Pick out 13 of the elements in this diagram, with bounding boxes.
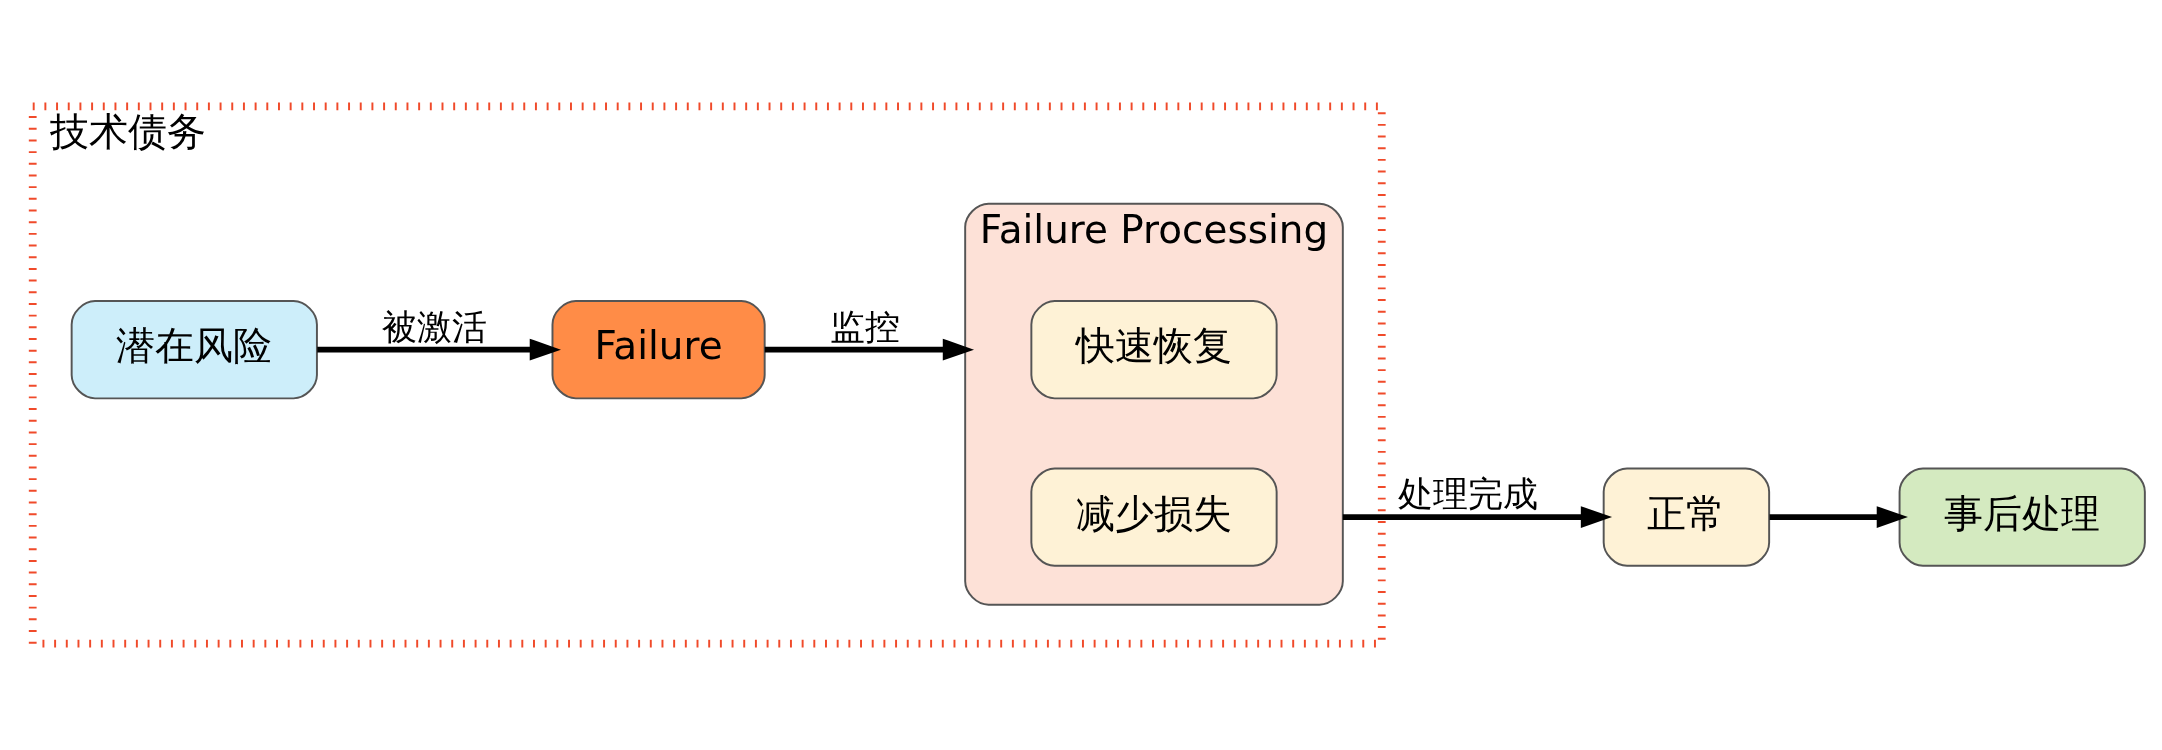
arrow: [317, 338, 561, 361]
edge-label: 被激活: [382, 305, 488, 347]
arrow: [1769, 506, 1908, 529]
node-box: 事后处理: [1898, 467, 2146, 567]
node-box: 潜在风险: [70, 300, 318, 400]
node-box: 减少损失: [1030, 467, 1278, 567]
edge-label: 监控: [829, 305, 900, 347]
arrow: [764, 338, 974, 361]
node-box: 正常: [1602, 467, 1771, 567]
node-box: Failure: [551, 300, 766, 400]
node-box: 快速恢复: [1030, 300, 1278, 400]
arrow: [1342, 506, 1613, 529]
edge-label: 处理完成: [1398, 473, 1539, 515]
